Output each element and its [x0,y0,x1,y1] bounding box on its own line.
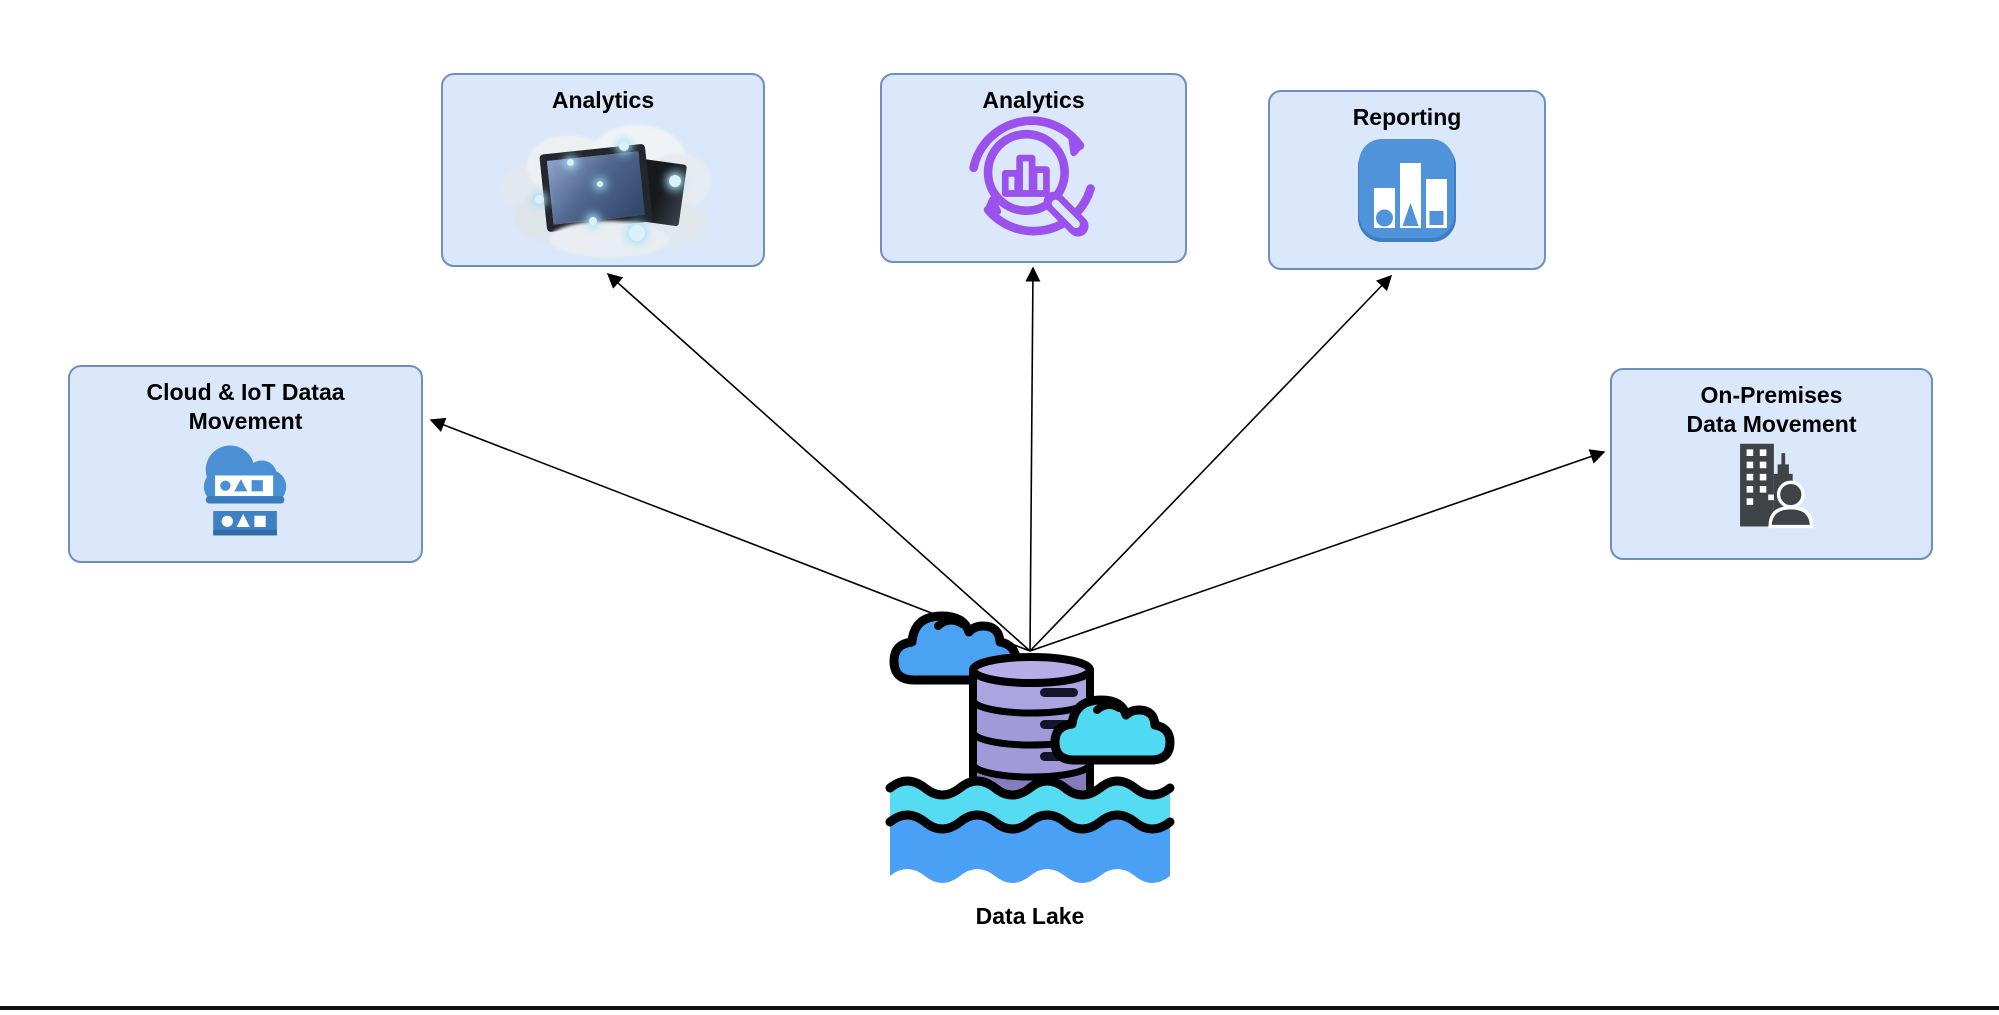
node-analytics-magnifier-title: Analytics [982,87,1085,113]
node-on-premises-title: On-Premises Data Movement [1686,382,1857,437]
node-reporting: Reporting [1268,90,1546,270]
data-lake-label: Data Lake [975,903,1085,929]
cloud-data-shapes-icon [203,445,286,536]
node-analytics-cloud-title: Analytics [551,87,655,113]
bottom-border-line [0,1006,1999,1010]
node-cloud-iot-title: Cloud & IoT Dataa Movement [146,379,345,434]
node-on-premises: On-Premises Data Movement [1610,368,1933,560]
cloud-computing-monitors-icon [501,123,711,257]
building-person-icon [1739,443,1813,529]
node-cloud-iot: Cloud & IoT Dataa Movement [68,365,423,563]
data-lake-icon [885,611,1175,883]
node-analytics-magnifier: Analytics [880,73,1187,263]
bar-chart-shapes-icon [1358,138,1456,242]
cyan-cloud [1050,695,1175,765]
lake-waves [885,776,1175,883]
node-analytics-cloud: Analytics [441,73,765,267]
magnifier-bar-chart-refresh-icon [968,116,1095,237]
node-reporting-title: Reporting [1352,104,1462,130]
